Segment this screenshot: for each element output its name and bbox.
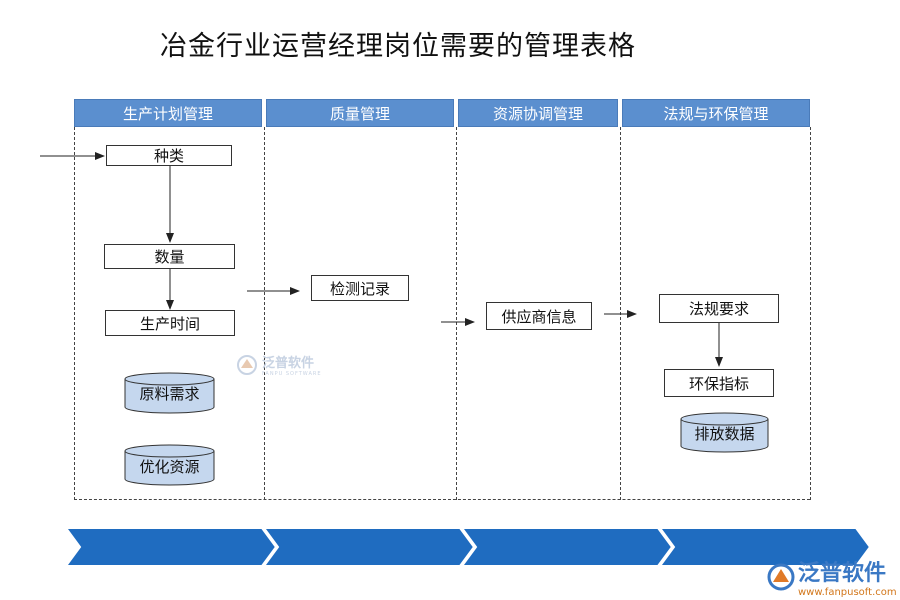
brand-url: www.fanpusoft.com	[798, 587, 897, 598]
node-yuanliao-xuqiu: 原料需求	[124, 372, 215, 414]
node-shengchan-shijian: 生产时间	[105, 310, 235, 336]
node-label: 排放数据	[694, 425, 755, 443]
chevron-segment	[460, 527, 674, 567]
watermark-name: 泛普软件	[262, 356, 315, 371]
node-paifang-shuju: 排放数据	[680, 412, 769, 453]
watermark-sub: FANPU SOFTWARE	[262, 371, 322, 377]
node-fagui-yaoqiu: 法规要求	[659, 294, 779, 323]
chevron-segment	[64, 527, 278, 567]
lane-header-production: 生产计划管理	[74, 99, 262, 127]
lane-header-regulation: 法规与环保管理	[622, 99, 810, 127]
page-title: 冶金行业运营经理岗位需要的管理表格	[160, 31, 636, 62]
node-zhonglei: 种类	[106, 145, 232, 166]
lane-divider	[810, 127, 811, 500]
lane-divider	[74, 127, 75, 500]
lane-header-resource: 资源协调管理	[458, 99, 618, 127]
fanpu-logo-icon	[767, 563, 795, 590]
chevron-segment	[262, 527, 476, 567]
database-icon	[124, 372, 215, 414]
chevron-segment	[658, 527, 872, 567]
database-icon	[124, 444, 215, 486]
node-jiance-jilu: 检测记录	[311, 275, 409, 301]
node-youhua-ziyuan: 优化资源	[124, 444, 215, 486]
lane-divider	[456, 127, 457, 500]
database-icon	[680, 412, 769, 453]
node-gongying-shang-xinxi: 供应商信息	[486, 302, 592, 330]
brand-logo: 泛普软件 www.fanpusoft.com	[766, 555, 897, 598]
brand-name: 泛普软件	[798, 561, 887, 586]
watermark: 泛普软件 FANPU SOFTWARE	[236, 352, 322, 377]
node-label: 优化资源	[139, 458, 200, 476]
node-huanbao-zhibiao: 环保指标	[664, 369, 774, 397]
node-shuliang: 数量	[104, 244, 235, 269]
lane-header-quality: 质量管理	[266, 99, 454, 127]
chevron-process-bar	[64, 527, 872, 567]
node-label: 原料需求	[139, 385, 200, 403]
lane-bottom-border	[74, 499, 810, 500]
lane-divider	[264, 127, 265, 500]
fanpu-logo-icon	[237, 354, 257, 375]
